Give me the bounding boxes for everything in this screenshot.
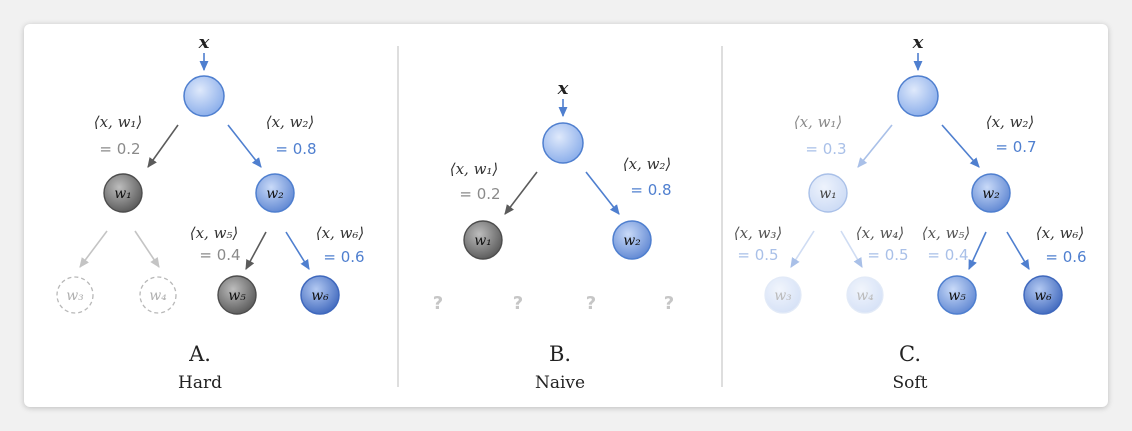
node-w3 [56, 276, 94, 314]
edge-w5 [968, 231, 987, 271]
edge-value-w4: = 0.5 [867, 246, 908, 264]
edge-label-w2: ⟨x, w₂⟩ [623, 155, 672, 173]
edge-label-w1: ⟨x, w₁⟩ [94, 113, 143, 131]
edge-value-w6: = 0.6 [323, 248, 364, 266]
input-x-label: x [912, 32, 924, 53]
node-w1 [463, 220, 503, 260]
edge-label-w2: ⟨x, w₂⟩ [266, 113, 315, 131]
edge-w3 [790, 230, 815, 268]
edge-value-w2: = 0.8 [275, 140, 316, 158]
edge-value-w2: = 0.8 [630, 181, 671, 199]
edge-w3 [79, 230, 108, 268]
edge-label-w6: ⟨x, w₆⟩ [1036, 224, 1085, 242]
node-label-w6: w₆ [311, 288, 329, 304]
node-w3 [764, 276, 802, 314]
node-w4 [846, 276, 884, 314]
input-x-label: x [557, 78, 569, 99]
panel-name: Hard [178, 373, 222, 393]
panel-name: Naive [535, 373, 585, 393]
panel-soft: x ⟨x, w₁⟩ = 0.3 ⟨x, w₂⟩ = 0.7 w₁ w₂ ⟨x, … [734, 32, 1087, 393]
node-label-w2: w₂ [266, 186, 284, 202]
panel-naive: x ⟨x, w₁⟩ = 0.2 ⟨x, w₂⟩ = 0.8 w₁ w₂ ? ? … [433, 78, 674, 393]
edge-value-w1: = 0.2 [99, 140, 140, 158]
edge-w1 [147, 124, 179, 168]
unknown-mark: ? [513, 293, 523, 314]
edge-label-w6: ⟨x, w₆⟩ [316, 224, 365, 242]
node-label-w3: w₃ [774, 288, 792, 304]
root-node [183, 75, 225, 117]
node-label-w1: w₁ [474, 233, 492, 249]
edge-value-w5: = 0.4 [199, 246, 240, 264]
node-label-w2: w₂ [623, 233, 641, 249]
node-w1 [103, 173, 143, 213]
edge-w2 [227, 124, 262, 168]
node-w6 [300, 275, 340, 315]
edge-label-w5: ⟨x, w₅⟩ [922, 224, 971, 242]
node-w2 [971, 173, 1011, 213]
node-label-w1: w₁ [819, 186, 837, 202]
tree-diagram: x ⟨x, w₁⟩ = 0.2 ⟨x, w₂⟩ = 0.8 w₁ w₂ ⟨x, … [56, 32, 1087, 393]
panel-letter: C. [899, 342, 921, 366]
edge-label-w2: ⟨x, w₂⟩ [986, 113, 1035, 131]
edge-value-w6: = 0.6 [1045, 248, 1086, 266]
edge-value-w3: = 0.5 [737, 246, 778, 264]
panel-hard: x ⟨x, w₁⟩ = 0.2 ⟨x, w₂⟩ = 0.8 w₁ w₂ ⟨x, … [56, 32, 365, 393]
edge-w2 [941, 124, 980, 168]
node-label-w6: w₆ [1034, 288, 1052, 304]
edge-label-w1: ⟨x, w₁⟩ [794, 113, 843, 131]
root-node [542, 122, 584, 164]
node-w6 [1023, 275, 1063, 315]
edge-w4 [840, 230, 863, 268]
node-w5 [937, 275, 977, 315]
edge-value-w1: = 0.2 [459, 185, 500, 203]
node-label-w5: w₅ [228, 288, 246, 304]
edge-label-w3: ⟨x, w₃⟩ [734, 224, 783, 242]
node-w4 [139, 276, 177, 314]
edge-value-w1: = 0.3 [805, 140, 846, 158]
input-x-label: x [198, 32, 210, 53]
unknown-mark: ? [586, 293, 596, 314]
edge-label-w5: ⟨x, w₅⟩ [190, 224, 239, 242]
figure-card: x ⟨x, w₁⟩ = 0.2 ⟨x, w₂⟩ = 0.8 w₁ w₂ ⟨x, … [24, 24, 1108, 407]
edge-value-w5: = 0.4 [927, 246, 968, 264]
unknown-mark: ? [433, 293, 443, 314]
root-node [897, 75, 939, 117]
edge-w4 [134, 230, 160, 268]
node-w2 [255, 173, 295, 213]
node-label-w4: w₄ [149, 288, 167, 304]
edge-label-w4: ⟨x, w₄⟩ [856, 224, 905, 242]
edge-w1 [857, 124, 893, 168]
node-label-w1: w₁ [114, 186, 132, 202]
node-label-w3: w₃ [66, 288, 84, 304]
unknown-mark: ? [664, 293, 674, 314]
node-label-w4: w₄ [856, 288, 874, 304]
edge-w2 [585, 171, 620, 215]
panel-letter: A. [188, 342, 211, 366]
edge-w1 [504, 171, 538, 215]
edge-w6 [1006, 231, 1030, 270]
edge-w5 [245, 231, 267, 270]
edge-label-w1: ⟨x, w₁⟩ [450, 160, 499, 178]
edge-w6 [285, 231, 310, 270]
node-label-w2: w₂ [982, 186, 1000, 202]
panel-name: Soft [892, 373, 927, 393]
node-w5 [217, 275, 257, 315]
node-w1 [808, 173, 848, 213]
edge-value-w2: = 0.7 [995, 138, 1036, 156]
panel-letter: B. [549, 342, 571, 366]
node-w2 [612, 220, 652, 260]
node-label-w5: w₅ [948, 288, 966, 304]
